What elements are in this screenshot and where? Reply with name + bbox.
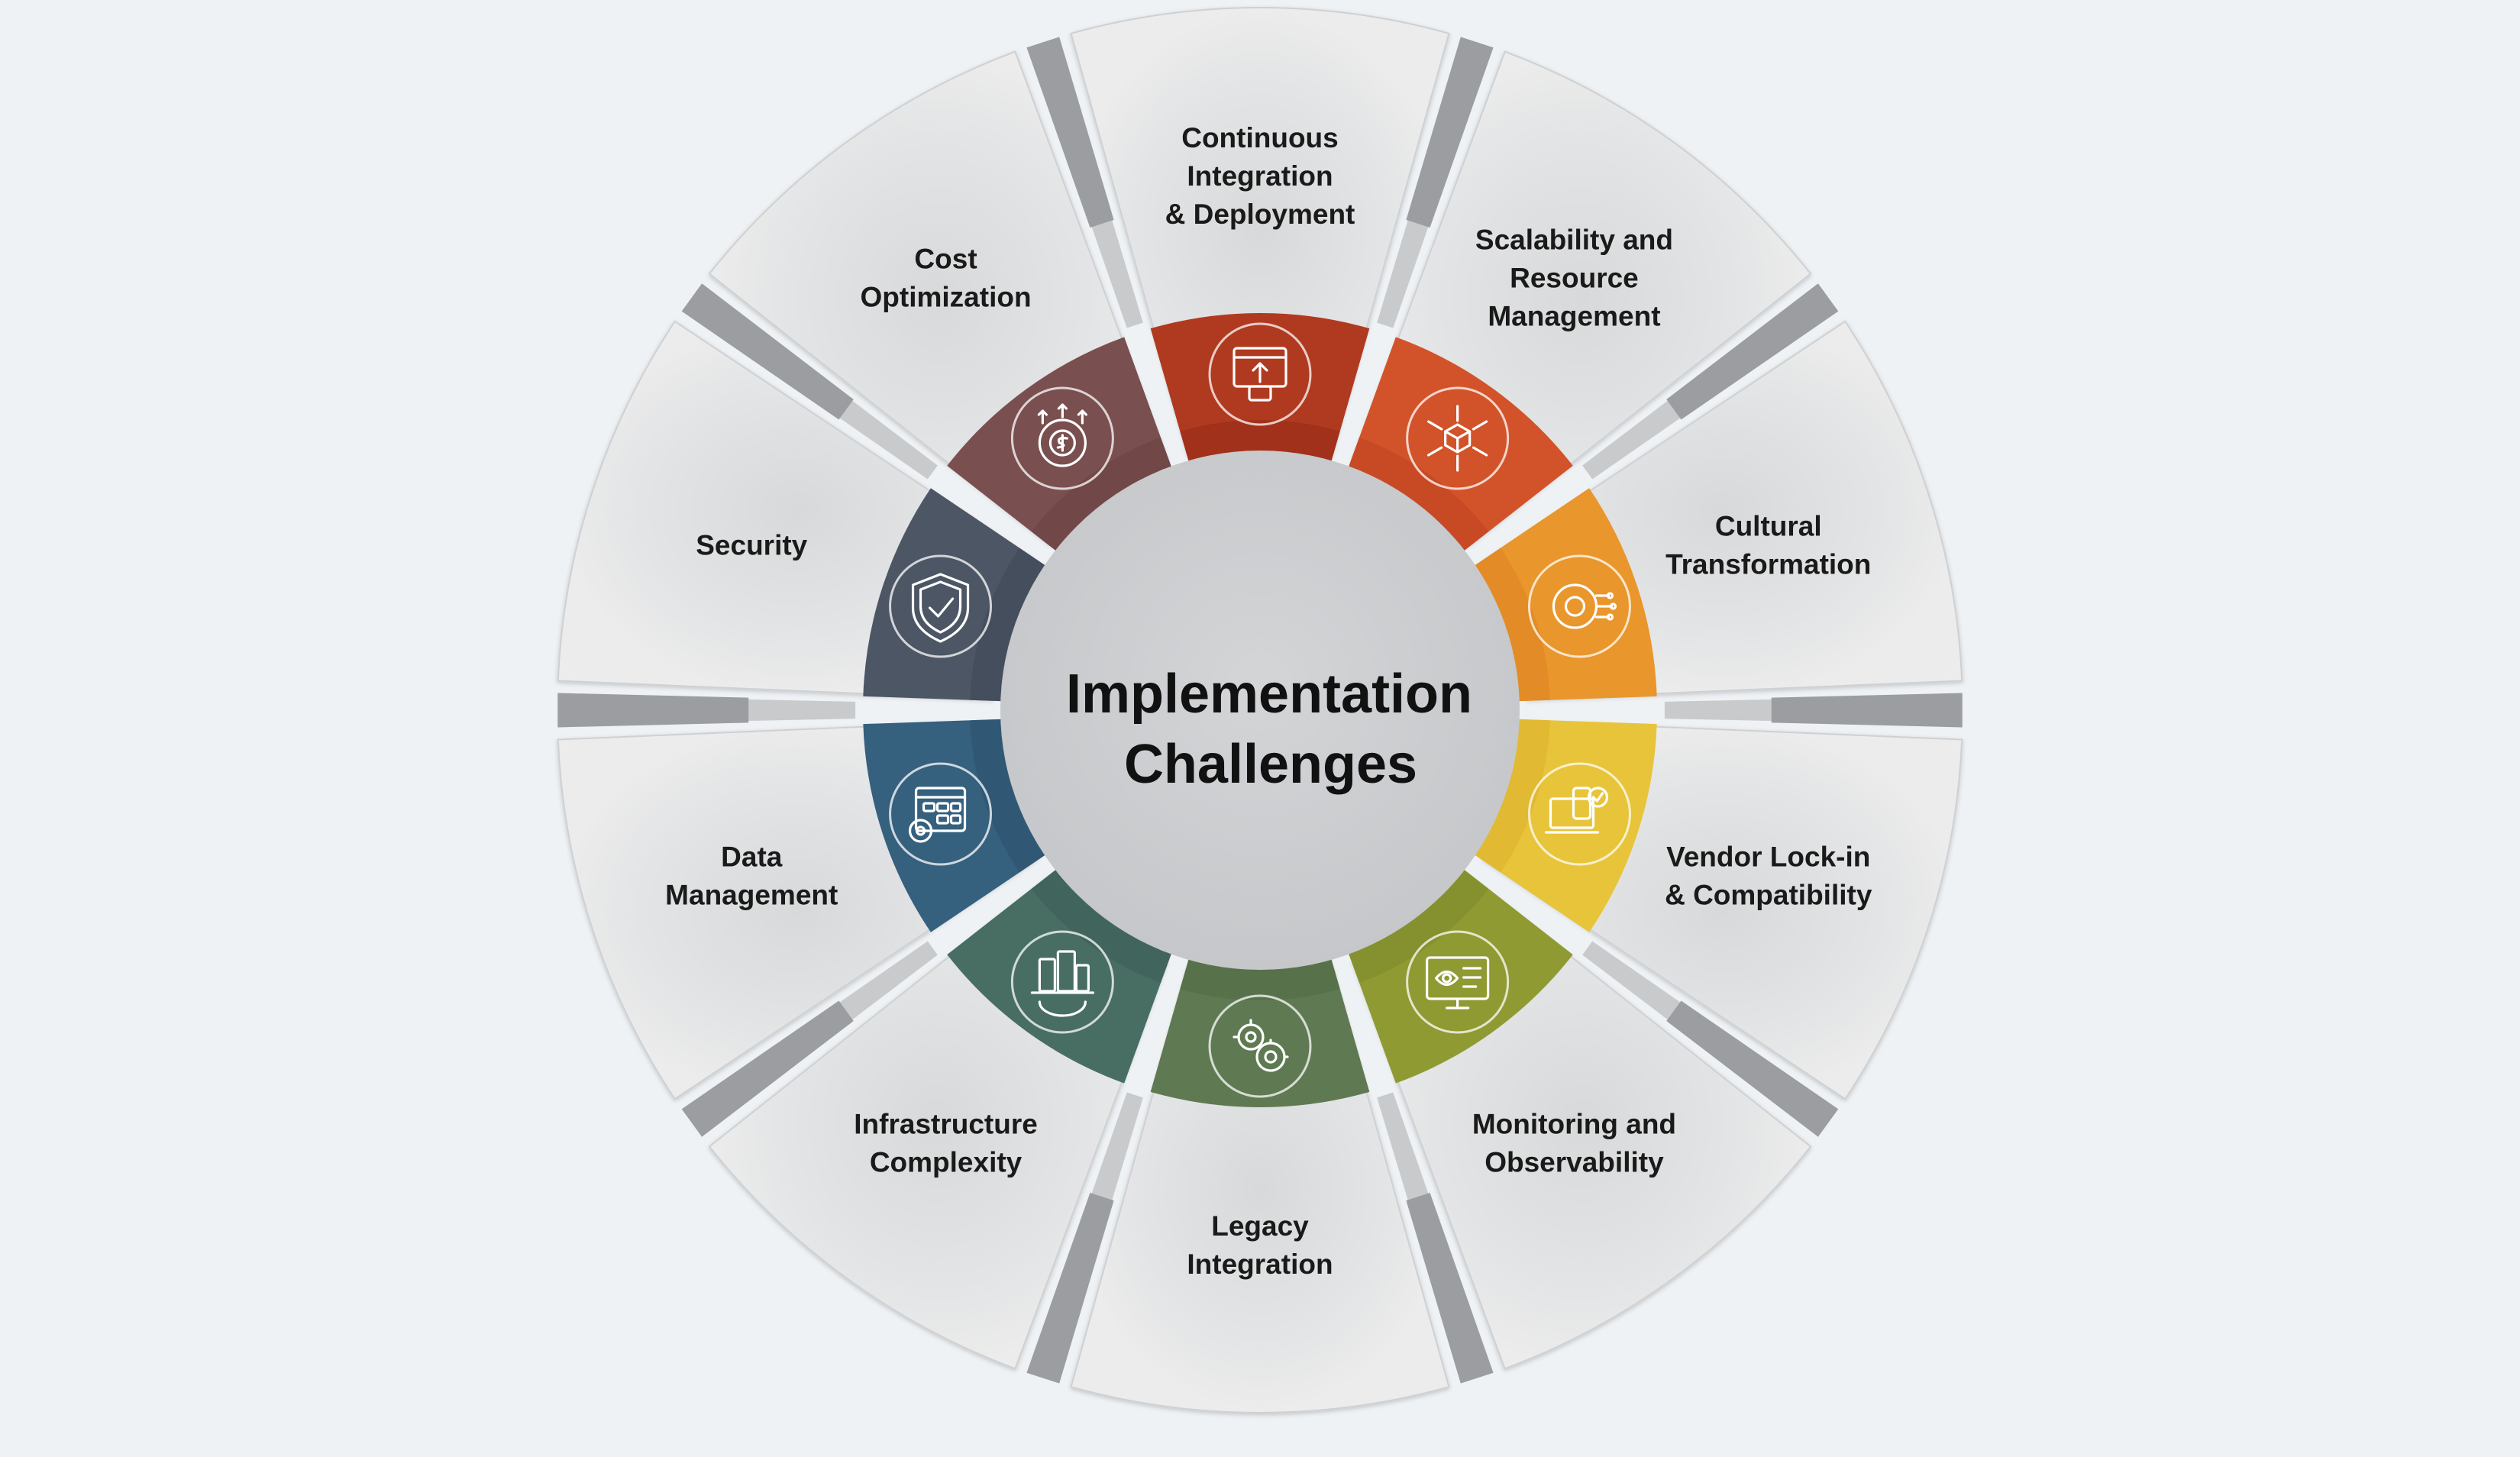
cube-scale-icon bbox=[1406, 386, 1510, 490]
separator-bar-shade bbox=[1666, 1000, 1839, 1137]
segment-label-4: Vendor Lock-in & Compatibility bbox=[1665, 841, 1872, 910]
data-window-gear-icon bbox=[889, 762, 993, 866]
ring-segment-shade-8 bbox=[970, 719, 1052, 873]
separator-bar-shade bbox=[1406, 37, 1494, 228]
segment-label-line: Security bbox=[696, 530, 807, 561]
separator-bar-shade bbox=[681, 1000, 854, 1137]
center-title-line-2: Challenges bbox=[1124, 734, 1417, 795]
separator-bar-shade bbox=[1771, 693, 1963, 728]
segment-label-line: Transformation bbox=[1665, 549, 1871, 580]
ring-segment-shade-4 bbox=[1468, 719, 1550, 873]
separator-bar-shade bbox=[1026, 37, 1114, 228]
icon-badge-ring bbox=[1527, 554, 1631, 658]
segment-label-line: Integration bbox=[1187, 160, 1333, 192]
icon-badge-ring bbox=[1406, 930, 1510, 1034]
code-deploy-icon bbox=[1208, 322, 1312, 426]
segment-label-line: Continuous bbox=[1181, 122, 1339, 153]
separator-bar-shade bbox=[1026, 1192, 1114, 1384]
icon-badge-ring bbox=[1208, 322, 1312, 426]
devices-check-icon bbox=[1527, 762, 1631, 866]
icon-badges bbox=[889, 322, 1631, 1098]
head-gear-icon bbox=[1527, 554, 1631, 658]
segment-label-line: Scalability and bbox=[1475, 225, 1673, 256]
icon-badge-ring bbox=[889, 554, 993, 658]
icon-badge-ring bbox=[1010, 386, 1114, 490]
segment-label-line: Management bbox=[1488, 301, 1660, 332]
icon-badge-ring bbox=[1527, 762, 1631, 866]
separator-bar-shade bbox=[557, 693, 749, 728]
monitor-eye-icon bbox=[1406, 930, 1510, 1034]
cost-gear-icon bbox=[1010, 386, 1114, 490]
icon-badge-ring bbox=[889, 762, 993, 866]
ring-segment-shade-10 bbox=[1031, 437, 1174, 555]
segment-label-line: Optimization bbox=[861, 282, 1032, 313]
separator-bar-shade bbox=[681, 283, 854, 420]
segment-label-line: Vendor Lock-in bbox=[1666, 841, 1870, 872]
center-title: Implementation Challenges bbox=[1066, 664, 1488, 795]
center-disc bbox=[1000, 451, 1520, 970]
segment-label-line: Integration bbox=[1187, 1249, 1333, 1280]
ring-segment-shade-5 bbox=[1346, 865, 1489, 984]
segment-label-line: Infrastructure bbox=[854, 1108, 1038, 1139]
shield-check-icon bbox=[889, 554, 993, 658]
gears-icon bbox=[1208, 994, 1312, 1098]
panel-separators bbox=[557, 37, 1963, 1384]
separator-bar-shade bbox=[1406, 1192, 1494, 1384]
separator-bar-shade bbox=[1666, 283, 1839, 420]
segment-label-line: Cost bbox=[914, 244, 977, 275]
segment-label-line: Management bbox=[665, 879, 838, 910]
segment-label-line: & Compatibility bbox=[1665, 879, 1872, 910]
segment-label-line: Monitoring and bbox=[1472, 1108, 1676, 1139]
segment-label-line: Complexity bbox=[870, 1146, 1023, 1178]
buildings-gear-icon bbox=[1010, 930, 1114, 1034]
segment-label-9: Security bbox=[696, 530, 807, 561]
segment-label-line: Legacy bbox=[1211, 1210, 1309, 1242]
segment-label-line: Data bbox=[721, 841, 783, 872]
ring-segment-shade-7 bbox=[1031, 865, 1174, 984]
icon-badge-ring bbox=[1406, 386, 1510, 490]
ring-segment-shade-3 bbox=[1468, 548, 1550, 702]
ring-segment-shade-9 bbox=[970, 548, 1052, 702]
segment-label-line: Observability bbox=[1485, 1146, 1664, 1178]
ring-segment-shade-2 bbox=[1346, 437, 1489, 555]
segment-label-line: Resource bbox=[1510, 263, 1639, 294]
segment-label-line: & Deployment bbox=[1165, 199, 1355, 230]
icon-badge-ring bbox=[1010, 930, 1114, 1034]
segment-label-line: Cultural bbox=[1715, 511, 1822, 542]
icon-badge-ring bbox=[1208, 994, 1312, 1098]
center-title-line-1: Implementation bbox=[1066, 664, 1472, 725]
